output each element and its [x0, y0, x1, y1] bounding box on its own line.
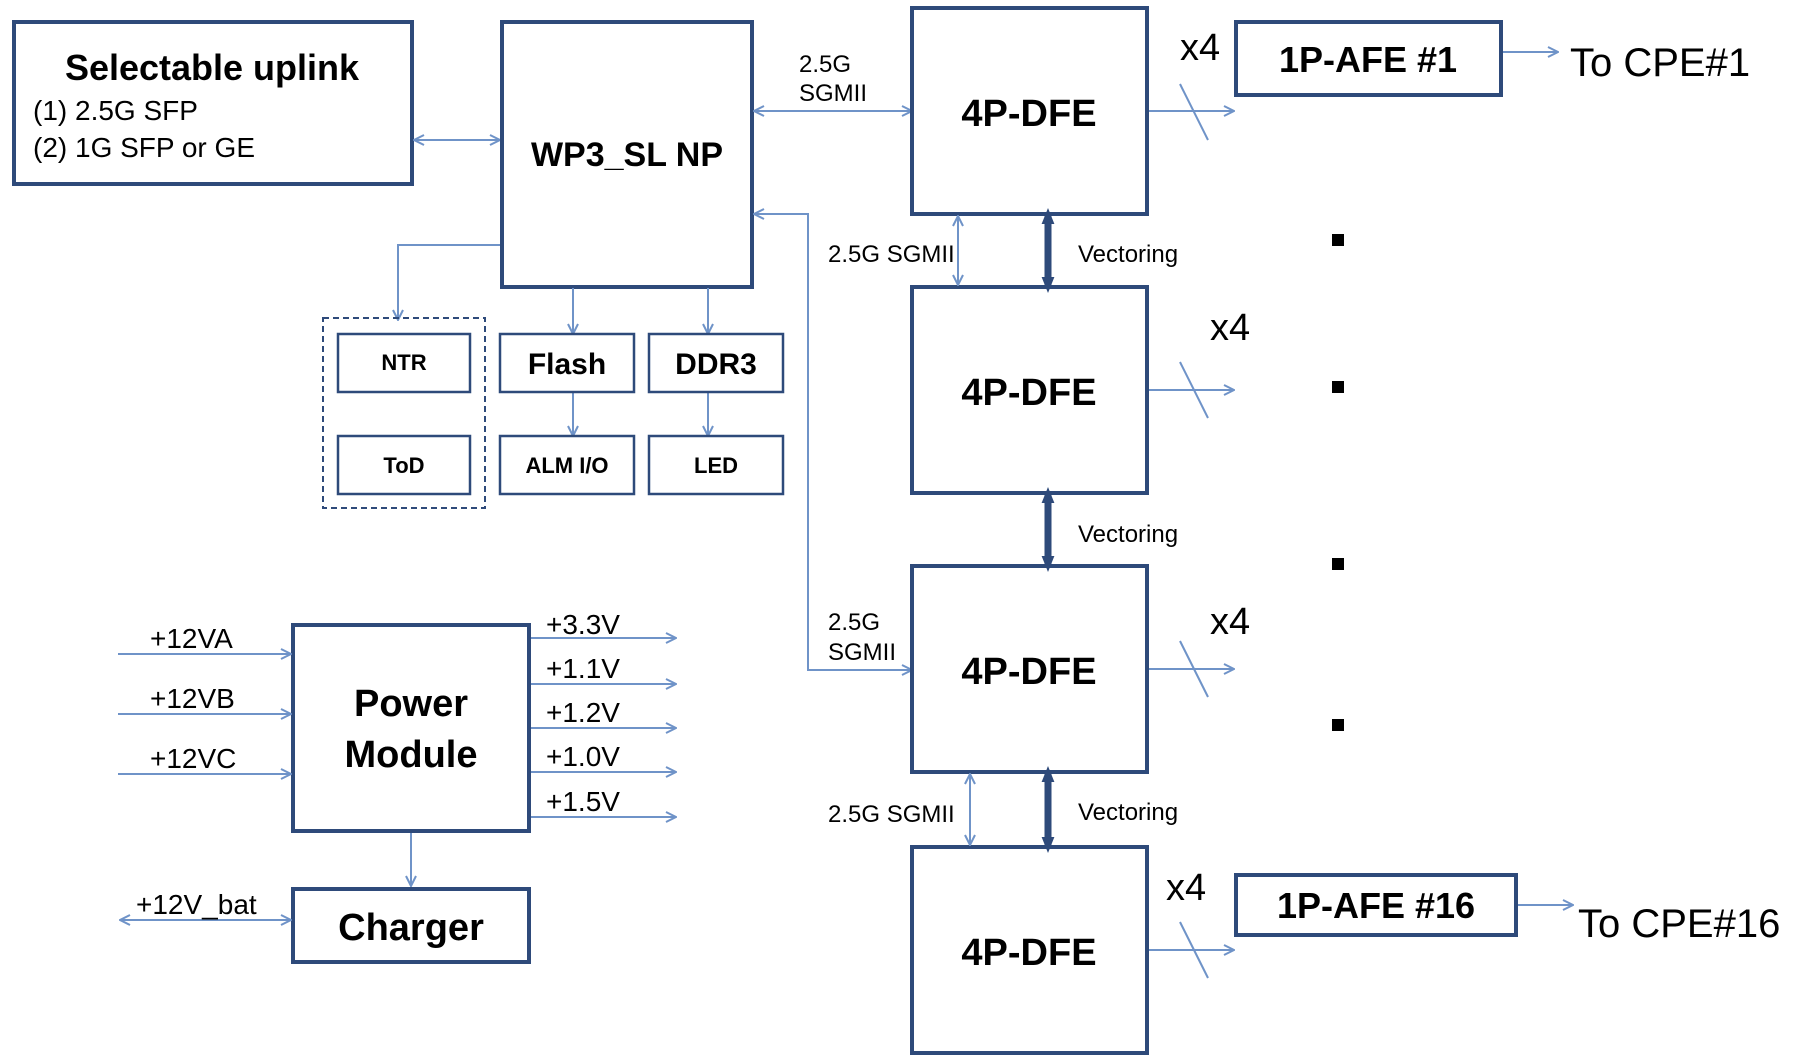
vectoring-label-3: Vectoring [1078, 799, 1178, 826]
tod-block: ToD [336, 434, 472, 496]
cpe-label-top: To CPE#1 [1570, 41, 1750, 85]
dfe-block-4: 4P-DFE [910, 845, 1149, 1055]
dfe-block-1: 4P-DFE [910, 6, 1149, 216]
power-output-1: +3.3V [546, 609, 620, 640]
multiplier-1: x4 [1180, 27, 1220, 69]
dfe1-bus-slash [1179, 83, 1209, 141]
tod-label: ToD [383, 453, 424, 478]
led-label: LED [694, 453, 738, 478]
sgmii-mid-label-1: 2.5G [828, 609, 880, 636]
power-input-c: +12VC [150, 743, 236, 774]
ntr-label: NTR [381, 350, 426, 375]
timing-group [322, 317, 486, 509]
alm-label: ALM I/O [525, 453, 608, 478]
charger-block: Charger [291, 887, 531, 964]
sgmii-mid-label-2: SGMII [828, 639, 896, 666]
power-input-a: +12VA [150, 623, 233, 654]
np-to-ntr-link [398, 244, 500, 320]
dfe2-bus-slash [1179, 361, 1209, 419]
power-output-2: +1.1V [546, 653, 620, 684]
dfe-label-3: 4P-DFE [961, 651, 1096, 693]
battery-label: +12V_bat [136, 889, 257, 920]
alm-block: ALM I/O [498, 434, 636, 496]
continuation-dot-4 [1332, 719, 1344, 731]
afe-block-top: 1P-AFE #1 [1234, 20, 1503, 97]
afe-label-top: 1P-AFE #1 [1279, 39, 1457, 80]
power-module-label-2: Module [345, 734, 478, 776]
led-block: LED [647, 434, 785, 496]
dfe-block-3: 4P-DFE [910, 564, 1149, 774]
sgmii-top-label-2: SGMII [799, 80, 867, 107]
multiplier-4: x4 [1166, 867, 1206, 909]
afe-block-bottom: 1P-AFE #16 [1234, 873, 1518, 937]
ddr3-label: DDR3 [675, 348, 757, 381]
continuation-dot-3 [1332, 558, 1344, 570]
power-output-3: +1.2V [546, 697, 620, 728]
power-input-b: +12VB [150, 683, 235, 714]
cpe-label-bottom: To CPE#16 [1578, 902, 1780, 946]
charger-label: Charger [338, 907, 484, 949]
continuation-dot-1 [1332, 234, 1344, 246]
dfe3-bus-slash [1179, 640, 1209, 698]
ntr-block: NTR [336, 332, 472, 394]
dfe-label-2: 4P-DFE [961, 372, 1096, 414]
vectoring-label-1: Vectoring [1078, 241, 1178, 268]
power-output-5: +1.5V [546, 786, 620, 817]
multiplier-2: x4 [1210, 307, 1250, 349]
np-block: WP3_SL NP [500, 20, 754, 289]
continuation-dot-2 [1332, 381, 1344, 393]
sgmii-top-label-1: 2.5G [799, 51, 851, 78]
vectoring-label-2: Vectoring [1078, 521, 1178, 548]
ddr3-block: DDR3 [647, 332, 785, 394]
dfe-label-4: 4P-DFE [961, 932, 1096, 974]
uplink-title: Selectable uplink [65, 47, 360, 88]
flash-block: Flash [498, 332, 636, 394]
dfe4-bus-slash [1179, 921, 1209, 979]
power-output-4: +1.0V [546, 741, 620, 772]
uplink-option-2: (2) 1G SFP or GE [33, 132, 255, 163]
uplink-block: Selectable uplink (1) 2.5G SFP (2) 1G SF… [12, 20, 414, 186]
np-label: WP3_SL NP [531, 136, 723, 174]
uplink-option-1: (1) 2.5G SFP [33, 95, 198, 126]
sgmii-label-3: 2.5G SGMII [828, 801, 955, 828]
power-module-block: Power Module [291, 623, 531, 833]
dfe-label-1: 4P-DFE [961, 93, 1096, 135]
sgmii-label-1: 2.5G SGMII [828, 241, 955, 268]
np-dfe3-sgmii-link [754, 214, 912, 670]
afe-label-bottom: 1P-AFE #16 [1277, 885, 1475, 926]
multiplier-3: x4 [1210, 601, 1250, 643]
dfe-block-2: 4P-DFE [910, 285, 1149, 495]
power-module-label-1: Power [354, 683, 468, 725]
flash-label: Flash [528, 348, 606, 381]
